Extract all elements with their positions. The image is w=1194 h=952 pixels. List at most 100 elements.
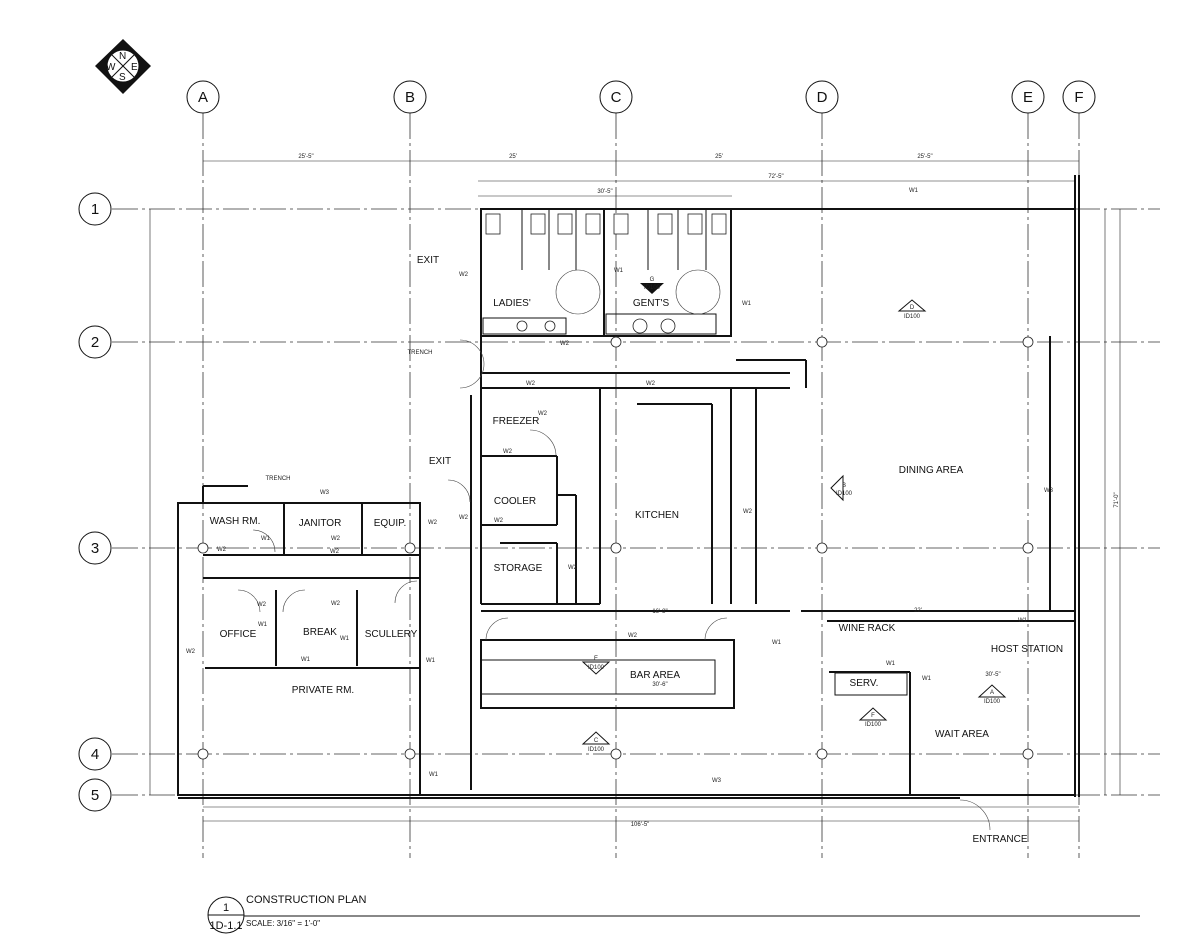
wall-tag: W2: [331, 601, 341, 607]
wall-tag: W1: [258, 622, 268, 628]
title-block: 1 1D-1.1 CONSTRUCTION PLAN SCALE: 3/16" …: [207, 894, 1140, 934]
room-janitor: JANITOR: [299, 518, 342, 529]
label-trench-top: TRENCH: [408, 350, 433, 356]
wall-tag: W3: [1044, 488, 1054, 494]
room-wash: WASH RM.: [210, 516, 261, 527]
svg-text:A: A: [990, 690, 994, 696]
wall-tag: W1: [909, 188, 919, 194]
svg-text:ID100: ID100: [644, 285, 661, 291]
room-wait: WAIT AREA: [935, 729, 989, 740]
compass-e: E: [131, 62, 138, 73]
wall-tag: W2: [459, 515, 469, 521]
wall-tag: W2: [743, 509, 753, 515]
wall-tag: W1: [301, 657, 311, 663]
dim-restroom-overall: 72'-5": [768, 174, 783, 180]
wall-tag: W2: [526, 381, 536, 387]
svg-text:G: G: [650, 277, 655, 283]
dim-de: 25'-5": [917, 154, 932, 160]
dim-restroom-span: 30'-5": [597, 189, 612, 195]
room-scullery: SCULLERY: [365, 629, 418, 640]
grid-col-c: C: [611, 89, 622, 106]
doors: [237, 339, 991, 831]
restroom-fixtures: [482, 209, 727, 335]
room-bar: BAR AREA: [630, 670, 680, 681]
wall-tag: W2: [331, 536, 341, 542]
grid-col-f: F: [1074, 89, 1083, 106]
wall-tag: W3: [320, 490, 330, 496]
section-tag-f: F ID100: [858, 707, 888, 728]
section-tag-a: A ID100: [977, 684, 1007, 705]
room-labels: LADIES' GENT'S FREEZER COOLER STORAGE KI…: [210, 255, 1063, 845]
room-entrance: ENTRANCE: [972, 834, 1027, 845]
dim-ab: 25'-5": [298, 154, 313, 160]
grid-col-d: D: [817, 89, 828, 106]
dim-host: 30'-5": [985, 672, 1000, 678]
compass-s: S: [119, 72, 126, 83]
dim-cd: 25': [715, 154, 723, 160]
dim-kitchen-len: 16'-8": [652, 609, 667, 615]
section-tag-d: D ID100: [897, 299, 927, 320]
grid-lines: [112, 113, 1160, 858]
sheet-number: 1D-1.1: [209, 920, 242, 932]
grid-row-5: 5: [91, 787, 99, 804]
wall-tag: W1: [1018, 618, 1028, 624]
svg-text:B: B: [842, 483, 846, 489]
svg-text:D: D: [910, 305, 915, 311]
svg-text:ID100: ID100: [588, 747, 605, 753]
room-private: PRIVATE RM.: [292, 685, 354, 696]
wall-tag: W1: [429, 772, 439, 778]
room-serv: SERV.: [850, 678, 879, 689]
wall-tag: W1: [426, 658, 436, 664]
label-exit-mid: EXIT: [429, 456, 451, 467]
grid-col-a: A: [198, 89, 208, 106]
column-markers: [197, 336, 1034, 760]
room-equip: EQUIP.: [374, 518, 407, 529]
drawing-title: CONSTRUCTION PLAN: [246, 894, 366, 906]
drawing-scale: SCALE: 3/16" = 1'-0": [246, 919, 320, 928]
grid-row-4: 4: [91, 746, 99, 763]
svg-text:ID100: ID100: [904, 314, 921, 320]
room-office: OFFICE: [220, 629, 257, 640]
dim-bc: 25': [509, 154, 517, 160]
label-exit-top: EXIT: [417, 255, 439, 266]
wall-tag: W2: [560, 341, 570, 347]
label-trench-left: TRENCH: [266, 476, 291, 482]
wall-tag: W1: [886, 661, 896, 667]
section-tags: G ID100 D ID100 B ID100 E ID100 C ID100 …: [581, 277, 1007, 753]
section-tag-g: G ID100: [640, 277, 664, 294]
dimension-strings: 25'-5" 25' 25' 25'-5" 72'-5" 30'-5" 106'…: [149, 154, 1121, 828]
wall-tag: W2: [459, 272, 469, 278]
room-storage: STORAGE: [494, 563, 543, 574]
wall-tags: W1 W2 W1 W1 W2 W2 W2 W2 W2 W2 W2 W2 W2 W…: [186, 188, 1054, 784]
room-kitchen: KITCHEN: [635, 510, 679, 521]
wall-tag: W1: [922, 676, 932, 682]
compass-rose: N E S W: [95, 39, 151, 94]
svg-text:E: E: [594, 656, 598, 662]
row-bubbles: 1 2 3 4 5: [78, 192, 112, 812]
dim-wine-rack: 22': [914, 608, 922, 614]
wall-tag: W1: [742, 301, 752, 307]
walls: [177, 175, 1080, 799]
svg-text:ID100: ID100: [865, 722, 882, 728]
svg-text:ID100: ID100: [588, 665, 605, 671]
wall-tag: W2: [428, 520, 438, 526]
dim-bar-len: 30'-6": [652, 682, 667, 688]
wall-tag: W2: [217, 547, 227, 553]
room-gents: GENT'S: [633, 298, 670, 309]
section-tag-e: E ID100: [581, 656, 611, 675]
grid-row-3: 3: [91, 540, 99, 557]
wall-tag: W1: [261, 536, 271, 542]
svg-text:C: C: [594, 738, 599, 744]
room-freezer: FREEZER: [493, 416, 540, 427]
drawing-number: 1: [223, 902, 229, 914]
grid-row-2: 2: [91, 334, 99, 351]
svg-text:F: F: [871, 713, 875, 719]
wall-tag: W1: [772, 640, 782, 646]
compass-n: N: [119, 51, 126, 62]
room-break: BREAK: [303, 627, 337, 638]
svg-text:ID100: ID100: [984, 699, 1001, 705]
wall-tag: W2: [330, 549, 340, 555]
wall-tag: W2: [494, 518, 504, 524]
wall-tag: W1: [340, 636, 350, 642]
wall-tag: W2: [646, 381, 656, 387]
